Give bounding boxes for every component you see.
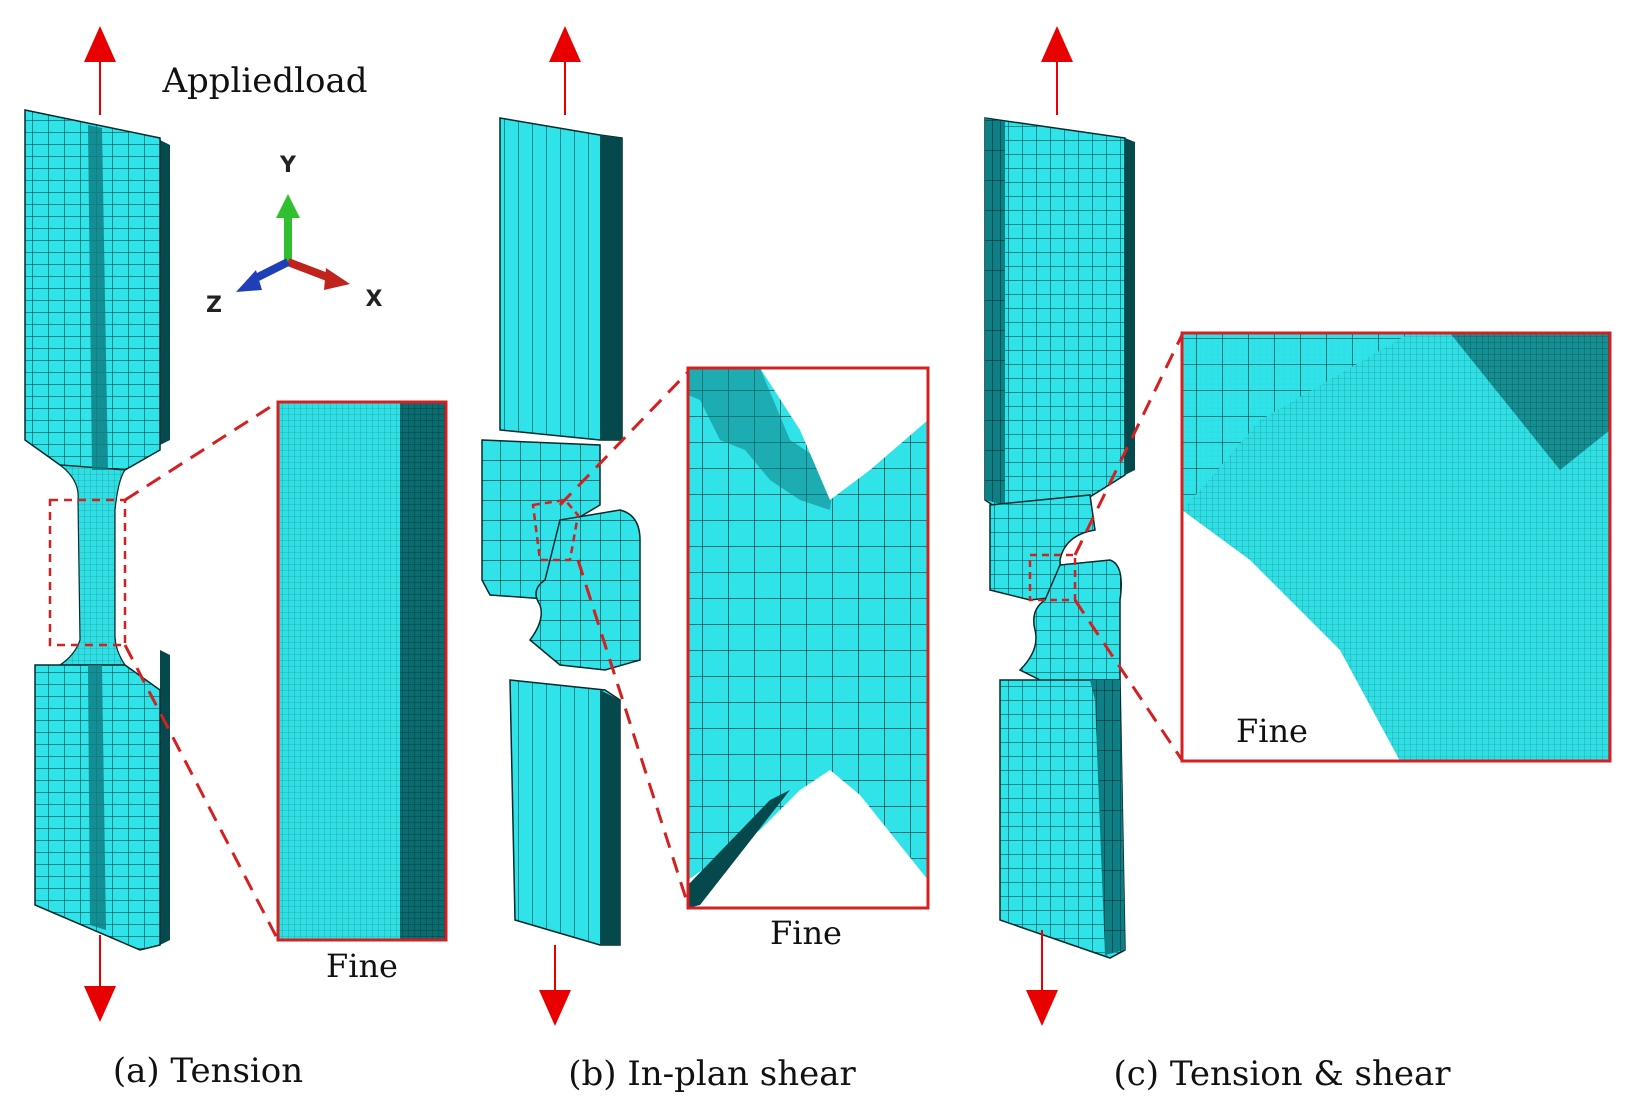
specimen-c [984,117,1135,959]
coordinate-triad: Y X Z [206,153,382,318]
zoom-box-b-upper-void [760,368,928,500]
load-arrow-up-c-head [1041,26,1073,62]
zoom-connector-a-bottom [123,644,280,941]
specimen-b-lower-shoulder [528,509,641,671]
zoom-box-b-upper-fillet [688,368,835,510]
axis-x-arrow-icon [324,268,350,290]
specimen-b [481,117,641,946]
axis-x-line [286,258,332,282]
panel-c-tension-shear: Fine (c) Tension & shear [984,26,1612,1094]
zoom-box-b [686,366,930,910]
axis-x-label: X [366,287,383,312]
specimen-a-side-top [160,140,170,445]
axis-y-label: Y [279,153,297,178]
specimen-a-center-seam-top [88,125,108,470]
zoom-region-a [48,498,127,647]
specimen-b-upper-side [600,135,622,440]
zoom-box-b-frame [686,366,930,910]
load-arrow-up-a-head [84,26,116,62]
specimen-a [24,109,170,951]
axis-z-label: Z [206,293,222,318]
zoom-connector-c-top [1073,334,1184,556]
zoom-label-b: Fine [770,914,842,952]
caption-b: (b) In-plan shear [568,1054,856,1094]
load-arrow-down-c-head [1026,990,1058,1026]
specimen-c-lower-notch [1018,559,1122,686]
specimen-c-lower-side [1090,680,1125,955]
zoom-box-c-frame [1180,331,1612,763]
zoom-connector-b-top [558,370,690,507]
zoom-connector-c-bottom [1073,599,1184,761]
zoom-box-b-lower-void [688,770,928,908]
zoom-region-b [531,498,580,562]
applied-load-label: Appliedload [161,61,367,101]
zoom-box-c-coarse-region [1182,333,1410,510]
specimen-a-center-seam-bottom [88,665,106,930]
zoom-box-c-void [1182,510,1400,761]
zoom-region-c [1028,553,1077,602]
specimen-a-gauge-section [57,464,127,666]
specimen-b-lower-side [600,690,620,945]
caption-c: (c) Tension & shear [1114,1054,1452,1094]
zoom-box-a [276,400,448,942]
panel-a-tension: Fine (a) Tension [24,26,448,1091]
zoom-label-c: Fine [1236,712,1308,750]
axis-z-arrow-icon [236,270,262,292]
load-arrow-down-b-head [539,990,571,1026]
load-arrow-up-b-head [549,26,581,62]
zoom-connector-a-top [124,400,279,502]
zoom-connector-b-bottom [576,559,690,906]
axis-y-arrow-icon [276,194,300,218]
zoom-label-a: Fine [326,947,398,985]
zoom-box-b-lower-edge [688,790,790,908]
zoom-box-c [1180,331,1612,763]
specimen-c-upper-grip [984,117,1126,511]
caption-a: (a) Tension [113,1051,303,1091]
zoom-box-a-frame [276,400,448,942]
zoom-box-a-side [400,402,446,940]
specimen-c-upper-side [985,118,1005,505]
specimen-a-side-bottom [160,650,170,945]
panel-b-shear: Fine (b) In-plan shear [481,26,930,1094]
load-arrow-down-a-head [84,986,116,1022]
zoom-box-c-side-face [1450,333,1610,470]
specimen-c-upper-edge [1125,138,1135,475]
